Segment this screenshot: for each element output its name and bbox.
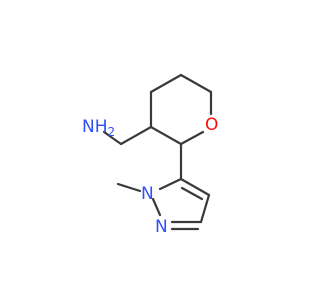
bond-c4-c5 [149, 73, 183, 94]
pyrazole-n1-label: N [141, 184, 154, 204]
bond-c5p-n1 [158, 177, 183, 191]
atom-labels: NH2 O N N [82, 115, 218, 237]
amine-text: NH [82, 117, 108, 137]
bond-n-ch2 [102, 130, 123, 146]
bonds [102, 73, 213, 231]
bond-c2-c3 [149, 125, 183, 146]
bond-c5-c6 [179, 73, 213, 94]
bond-ch2-c3 [119, 125, 153, 146]
amine-subscript: 2 [108, 125, 116, 139]
bond-c3p-c4p [199, 193, 211, 224]
bond-c4p-c5p [179, 177, 211, 197]
bond-n1-methyl [116, 182, 142, 193]
molecule-structure: NH2 O N N [82, 73, 218, 237]
bond-n1-n2 [151, 197, 162, 217]
ring-oxygen-label: O [205, 115, 218, 135]
pyrazole-n2-label: N [155, 217, 168, 237]
bond-o-c2 [179, 130, 205, 146]
bond-c4p-c5p-double [180, 186, 204, 201]
amine-label: NH2 [82, 117, 115, 139]
